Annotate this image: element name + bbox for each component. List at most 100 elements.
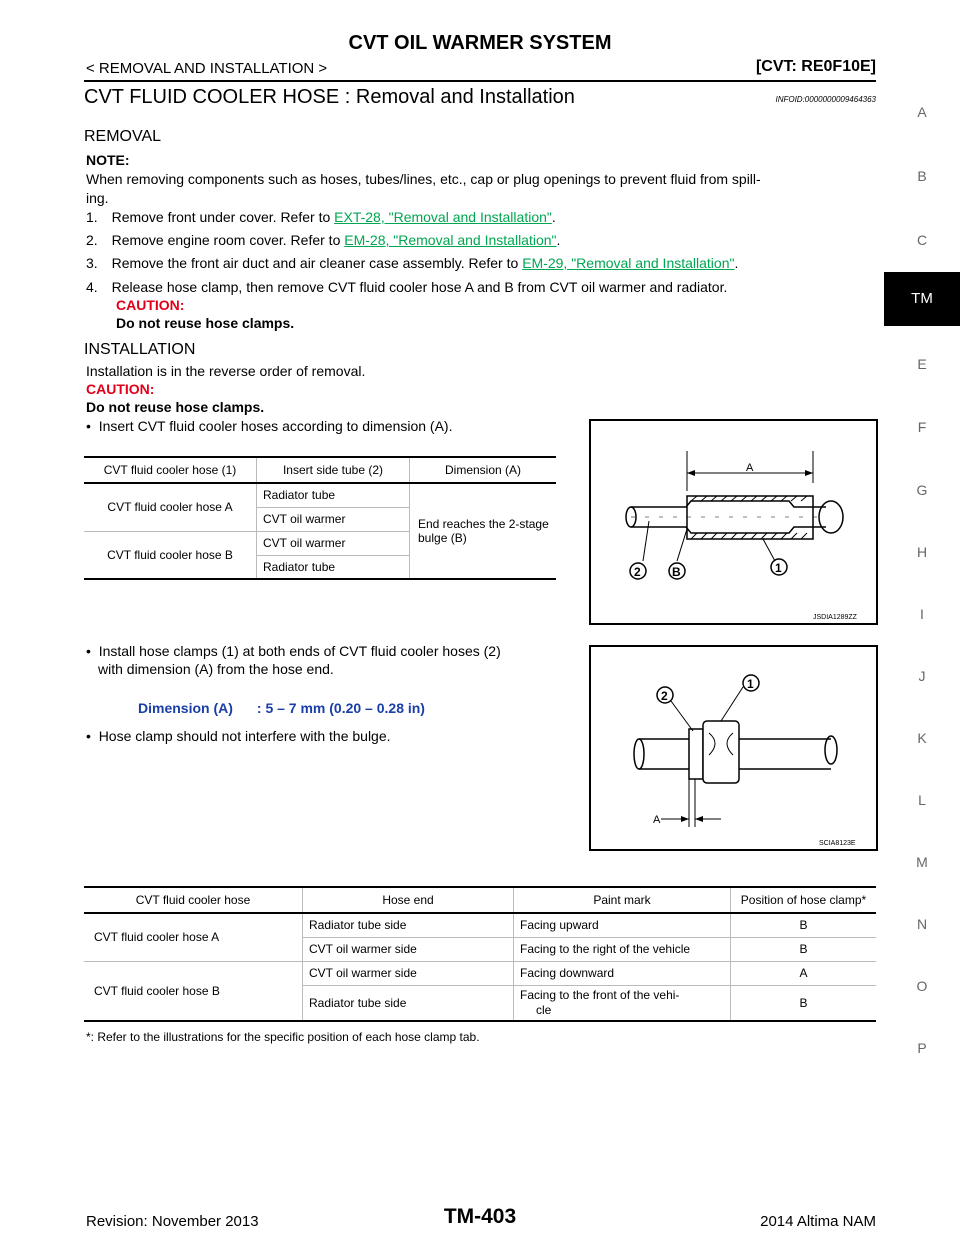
sidebar-letter-l[interactable]: L bbox=[918, 792, 926, 808]
note-line-1: When removing components such as hoses, … bbox=[86, 171, 761, 187]
figure-code: JSDIA1289ZZ bbox=[813, 614, 858, 621]
insert-dimension-table: CVT fluid cooler hose (1) Insert side tu… bbox=[84, 456, 556, 580]
table-row: CVT fluid cooler hose B CVT oil warmer s… bbox=[84, 961, 876, 1022]
table-row: CVT fluid cooler hose A Radiator tube En… bbox=[84, 483, 556, 545]
caution-text: Do not reuse hose clamps. bbox=[116, 315, 295, 331]
callout-2-label: 2 bbox=[661, 689, 668, 703]
bullet-text: Insert CVT fluid cooler hoses according … bbox=[98, 418, 453, 434]
sidebar-letter-i[interactable]: I bbox=[920, 606, 924, 622]
ref-link-ext28[interactable]: EXT-28, "Removal and Installation" bbox=[334, 209, 552, 225]
column-header: Position of hose clamp* bbox=[740, 893, 867, 907]
bullet-bulge: • Hose clamp should not interfere with t… bbox=[86, 728, 391, 744]
table-cell: Radiator tube side bbox=[302, 913, 514, 937]
table-cell: Radiator tube side bbox=[302, 985, 514, 1021]
table-cell: CVT oil warmer side bbox=[302, 961, 514, 985]
sidebar-letter-g[interactable]: G bbox=[916, 482, 928, 498]
table-cell: CVT oil warmer bbox=[256, 507, 410, 531]
installation-heading: INSTALLATION bbox=[84, 341, 196, 358]
paint-mark-text: Facing to the front of the vehi- bbox=[520, 987, 680, 1002]
table-header-row: CVT fluid cooler hose (1) Insert side tu… bbox=[84, 456, 556, 483]
dimension-a-label: A bbox=[653, 814, 661, 826]
table-cell: CVT oil warmer side bbox=[302, 937, 514, 961]
step-number: 3. bbox=[86, 255, 98, 271]
sidebar-tab-active[interactable]: TM bbox=[884, 272, 960, 326]
footer-page-number: TM-403 bbox=[443, 1205, 517, 1228]
figure-code: SCIA8123E bbox=[819, 840, 856, 847]
step-4: 4. Release hose clamp, then remove CVT f… bbox=[86, 278, 727, 297]
breadcrumb: < REMOVAL AND INSTALLATION > bbox=[86, 60, 328, 77]
footer-model: 2014 Altima NAM bbox=[760, 1213, 876, 1230]
hose-insertion-diagram: A 2 B 1 JSDIA1289ZZ bbox=[625, 451, 858, 621]
page-header-title: CVT OIL WARMER SYSTEM bbox=[348, 32, 612, 54]
table-row: CVT oil warmer bbox=[84, 507, 556, 531]
table-cell: Radiator tube bbox=[256, 555, 410, 579]
step-text: Remove engine room cover. Refer to bbox=[111, 232, 345, 248]
sidebar-letter-h[interactable]: H bbox=[916, 544, 928, 560]
dimension-a-label: A bbox=[746, 462, 754, 474]
bullet-text: Hose clamp should not interfere with the… bbox=[98, 728, 391, 744]
ref-link-em29[interactable]: EM-29, "Removal and Installation" bbox=[522, 255, 735, 271]
sidebar-letter-c[interactable]: C bbox=[916, 232, 928, 248]
sidebar-letter-f[interactable]: F bbox=[917, 419, 927, 435]
table-cell: CVT fluid cooler hose A bbox=[84, 913, 303, 962]
step-text: Remove front under cover. Refer to bbox=[111, 209, 335, 225]
callout-2-icon bbox=[656, 686, 674, 704]
sidebar-letter-j[interactable]: J bbox=[918, 668, 926, 684]
ref-link-em28[interactable]: EM-28, "Removal and Installation" bbox=[344, 232, 557, 248]
table-cell: B bbox=[799, 918, 808, 933]
column-header: Insert side tube (2) bbox=[256, 456, 410, 483]
table-cell: B bbox=[799, 942, 808, 956]
sidebar-letter-o[interactable]: O bbox=[916, 978, 928, 994]
step-1: 1. Remove front under cover. Refer to EX… bbox=[86, 208, 556, 227]
column-header: Paint mark bbox=[513, 887, 731, 913]
paint-mark-text: cle bbox=[536, 1002, 552, 1017]
step-2: 2. Remove engine room cover. Refer to EM… bbox=[86, 231, 560, 250]
table-cell: Facing downward bbox=[513, 961, 731, 985]
dimension-spec-value: : 5 – 7 mm (0.20 – 0.28 in) bbox=[256, 700, 425, 716]
bullet-insert: • Insert CVT fluid cooler hoses accordin… bbox=[86, 418, 453, 434]
sidebar-letter-p[interactable]: P bbox=[917, 1040, 927, 1056]
caution-text: Do not reuse hose clamps. bbox=[86, 399, 265, 415]
clamp-position-diagram: A 2 1 SCIA8123E bbox=[633, 674, 856, 847]
caution-label: CAUTION: bbox=[116, 297, 185, 313]
table-row: Radiator tube bbox=[84, 555, 556, 579]
callout-1-icon bbox=[742, 674, 760, 692]
step-punct: . bbox=[556, 232, 561, 248]
table-cell: CVT fluid cooler hose B bbox=[84, 961, 303, 1022]
sidebar-letter-b[interactable]: B bbox=[917, 168, 927, 184]
table-row: Radiator tube side Facing to the front o… bbox=[84, 985, 876, 1021]
table-cell: Facing to the right of the vehicle bbox=[513, 937, 731, 961]
sidebar-letter-n[interactable]: N bbox=[916, 916, 928, 932]
callout-1-icon bbox=[770, 558, 788, 576]
sidebar-letter-k[interactable]: K bbox=[917, 730, 927, 746]
header-rule bbox=[84, 80, 876, 82]
table-footnote: *: Refer to the illustrations for the sp… bbox=[86, 1030, 480, 1044]
table-row: CVT oil warmer side Facing to the right … bbox=[84, 937, 876, 961]
caution-label: CAUTION: bbox=[86, 381, 155, 397]
sidebar-letter-a[interactable]: A bbox=[917, 104, 927, 120]
table-header-row: CVT fluid cooler hose Hose end Paint mar… bbox=[84, 887, 876, 913]
table-cell: Facing upward bbox=[513, 913, 731, 937]
sidebar-letter-e[interactable]: E bbox=[917, 356, 927, 372]
column-header: CVT fluid cooler hose bbox=[84, 887, 303, 913]
step-text: Remove the front air duct and air cleane… bbox=[111, 255, 523, 271]
table-cell: Facing to the front of the vehi-cle bbox=[513, 985, 731, 1021]
step-text: Release hose clamp, then remove CVT flui… bbox=[111, 279, 728, 295]
dimension-spec: Dimension (A): 5 – 7 mm (0.20 – 0.28 in) bbox=[138, 699, 425, 718]
callout-2-label: 2 bbox=[634, 565, 641, 579]
sidebar-letter-m[interactable]: M bbox=[916, 854, 928, 870]
bullet-clamp-cont: with dimension (A) from the hose end. bbox=[98, 661, 334, 677]
callout-b-label: B bbox=[672, 565, 681, 579]
clamp-position-table: CVT fluid cooler hose Hose end Paint mar… bbox=[84, 886, 876, 1022]
section-title: CVT FLUID COOLER HOSE : Removal and Inst… bbox=[84, 86, 575, 108]
info-id: INFOID:0000000009464363 bbox=[775, 95, 876, 104]
column-header: Hose end bbox=[302, 887, 514, 913]
step-number: 4. bbox=[86, 279, 98, 295]
table-row: CVT fluid cooler hose A Radiator tube si… bbox=[84, 913, 876, 962]
callout-1-label: 1 bbox=[747, 677, 754, 691]
table-cell: CVT fluid cooler hose B bbox=[84, 531, 257, 580]
model-code: [CVT: RE0F10E] bbox=[755, 58, 876, 75]
table-cell: Radiator tube bbox=[256, 483, 410, 507]
footer-revision: Revision: November 2013 bbox=[86, 1213, 259, 1230]
